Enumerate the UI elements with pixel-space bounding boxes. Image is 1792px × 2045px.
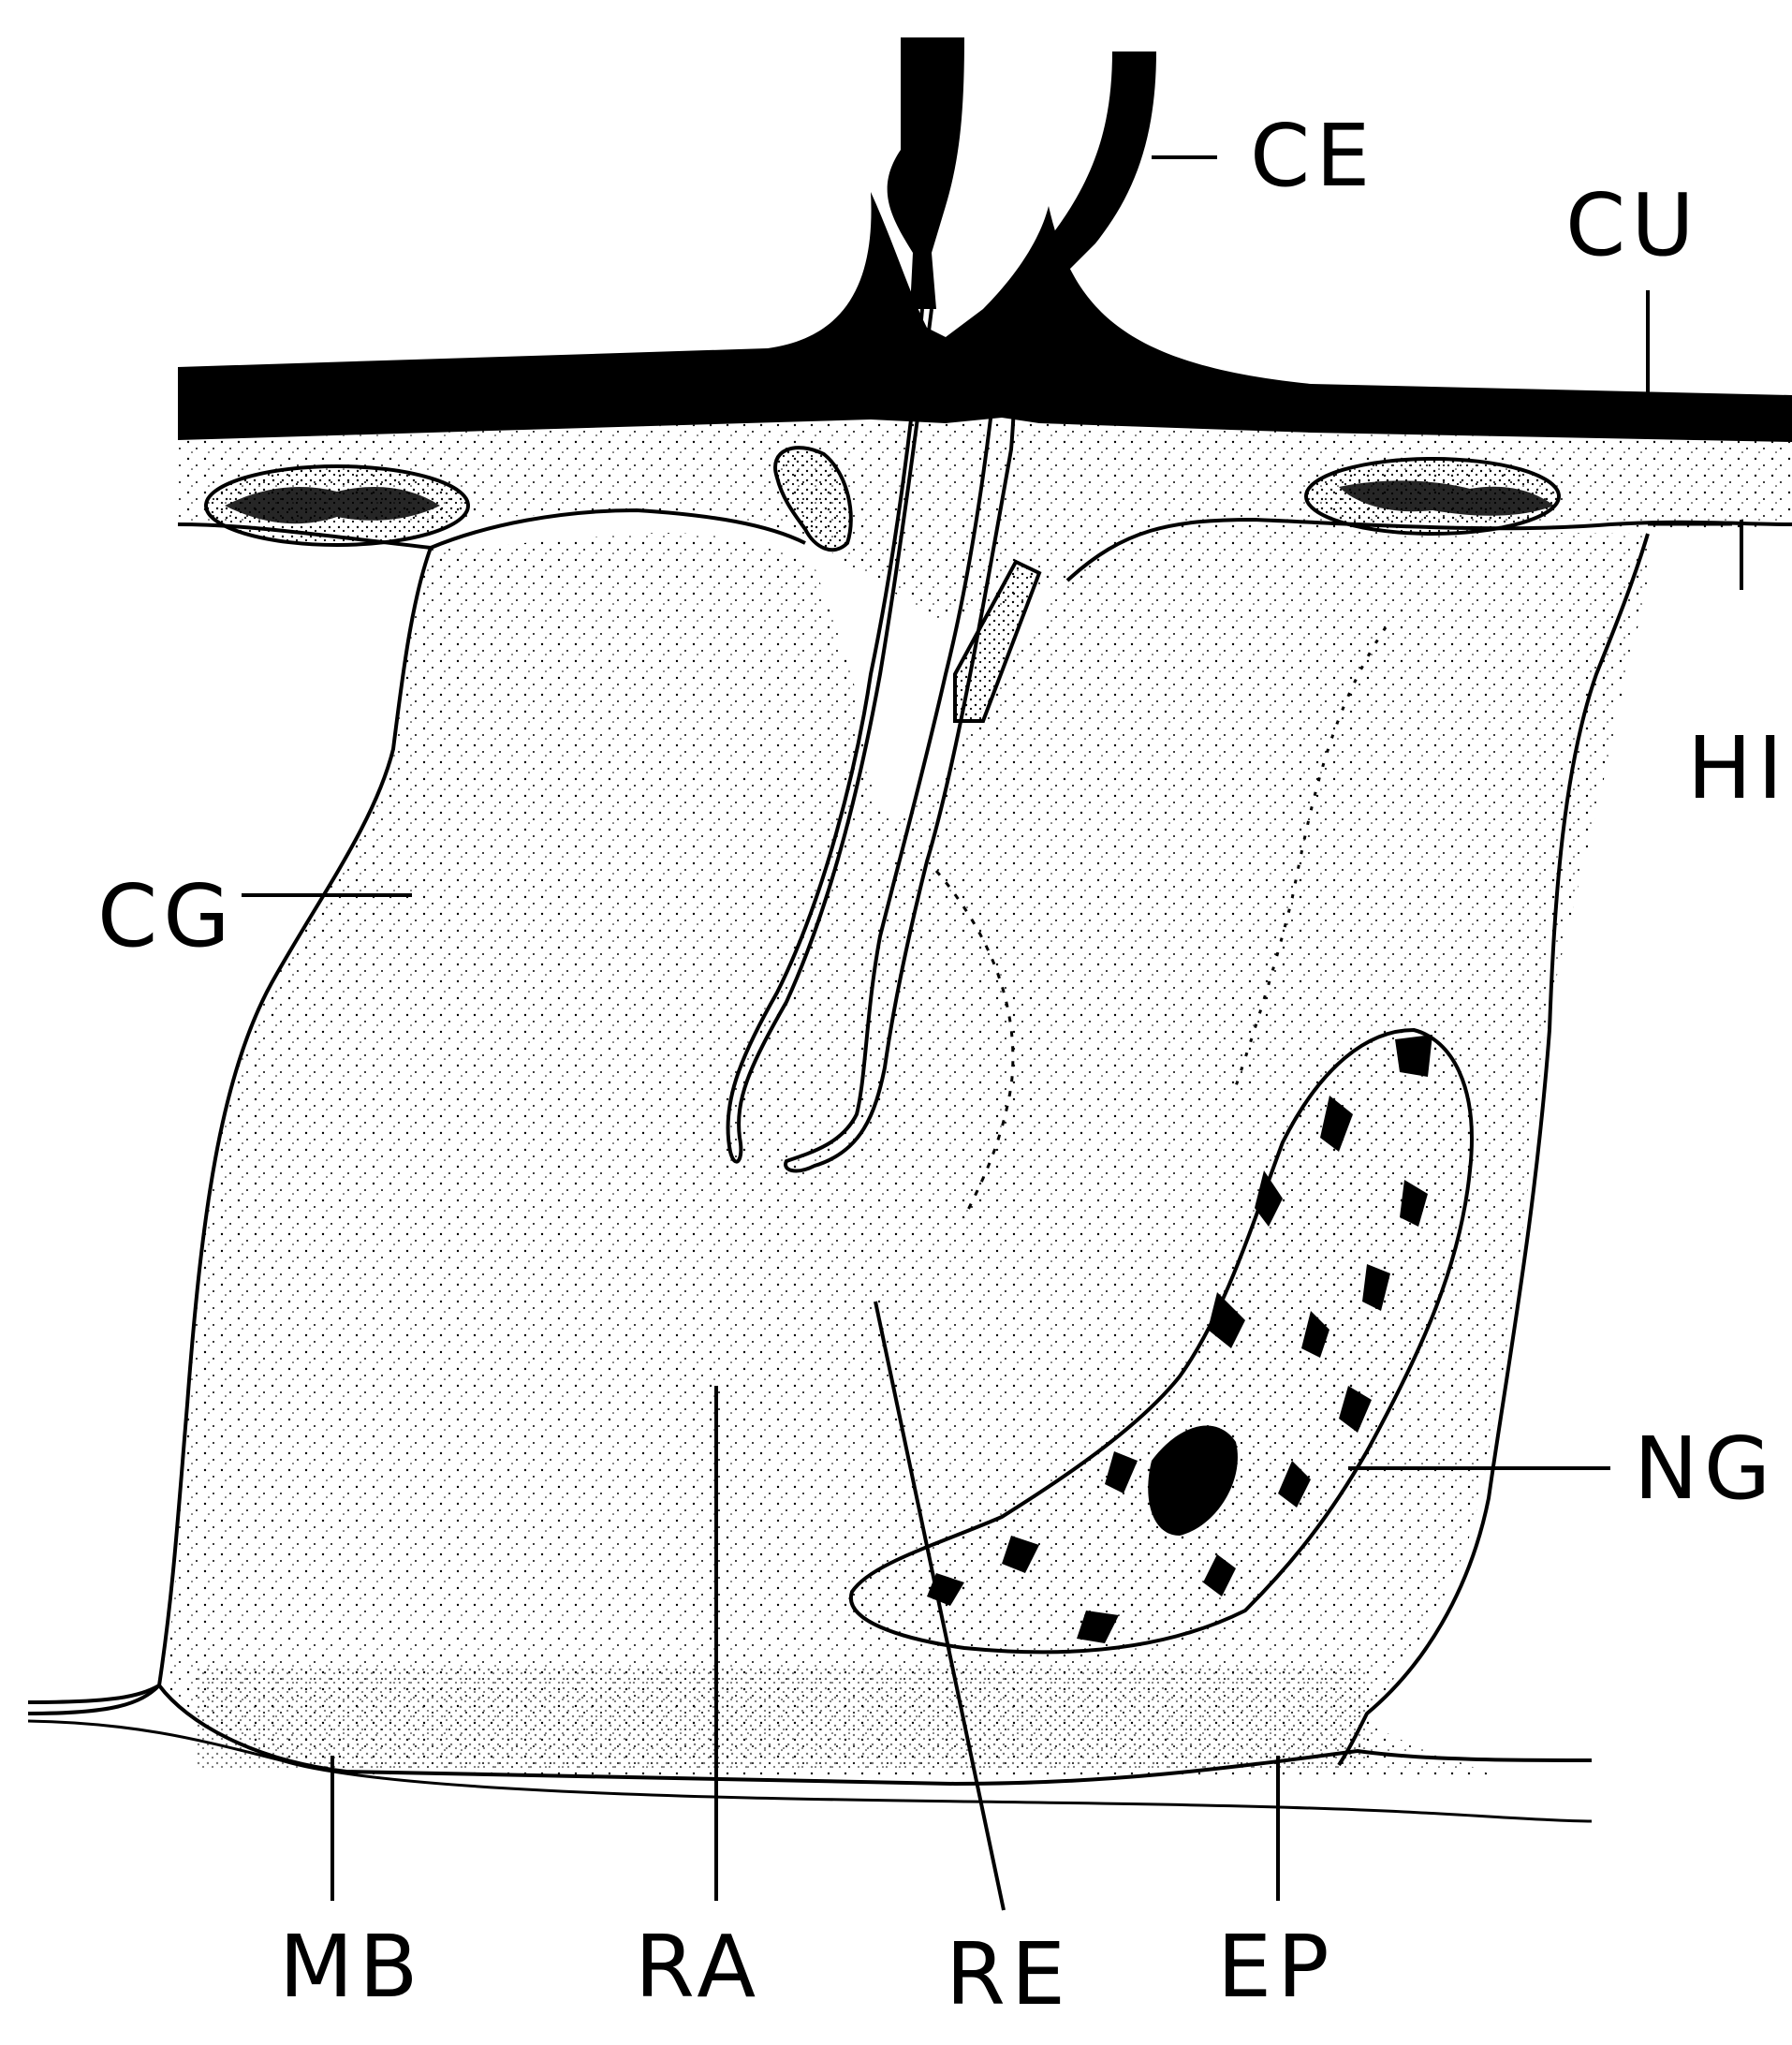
label-cg: CG	[97, 866, 236, 966]
basal-striation-band	[197, 1667, 1367, 1770]
label-ce: CE	[1250, 106, 1375, 206]
label-re: RE	[946, 1924, 1071, 2024]
label-ep: EP	[1217, 1917, 1335, 2017]
label-cu: CU	[1565, 175, 1700, 275]
label-ng: NG	[1634, 1419, 1776, 1519]
cuticle-band	[178, 192, 1792, 442]
cuticular-canal-right-wall	[1002, 51, 1156, 309]
label-ra: RA	[635, 1917, 761, 2017]
label-mb: MB	[279, 1917, 424, 2017]
label-hi: HI	[1687, 718, 1788, 818]
